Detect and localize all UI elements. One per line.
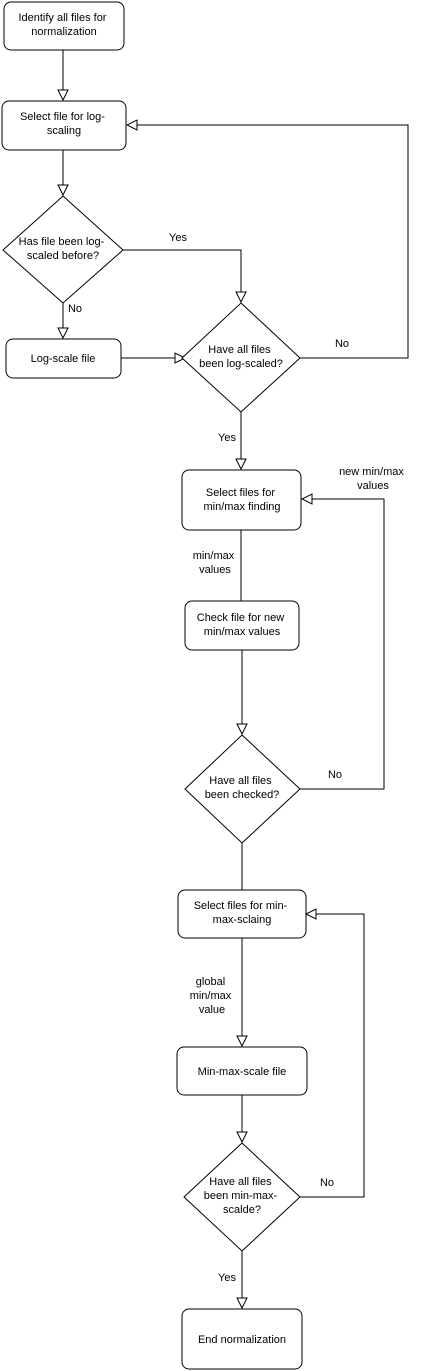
node-check-file-text: Check file for new min/max values	[197, 612, 288, 638]
edge-label-yes: Yes	[169, 232, 187, 244]
node-log-scale[interactable]: Log-scale file	[5, 338, 122, 379]
edge-label-line: Yes	[218, 432, 236, 444]
node-text-line: Log-scale file	[31, 353, 96, 365]
edge-label-no: No	[328, 769, 342, 781]
node-text-line: Has file been log-	[19, 236, 105, 248]
node-select-scaling-text: Select files for min- max-sclaing	[194, 900, 291, 926]
edge-label-line: Yes	[169, 232, 187, 244]
node-text-line: been log-scaled?	[199, 358, 283, 370]
arrowhead-down-icon	[57, 89, 69, 102]
arrowhead-down-icon	[57, 327, 69, 340]
edge-all-minmax-no-loop	[300, 913, 365, 1198]
edge-label-line: Yes	[218, 1272, 236, 1284]
arrowhead-left-icon	[304, 908, 317, 920]
arrowhead-down-icon	[235, 291, 247, 304]
node-text-line: min/max values	[204, 626, 281, 638]
edge-label-line: min/max	[193, 550, 235, 562]
edge-label-line: No	[320, 1177, 334, 1189]
edge-label-line: min/max	[190, 990, 232, 1002]
arrowhead-down-icon	[57, 184, 69, 197]
node-text-line: Identify all files for	[18, 12, 106, 24]
arrowhead-down-icon	[235, 458, 247, 471]
arrowhead-down-icon	[236, 723, 248, 736]
node-text-line: been checked?	[205, 789, 280, 801]
node-select-minmax-text: Select files for min/max finding	[203, 487, 280, 513]
edge-label-line: values	[199, 564, 231, 576]
edge-labels: Yes No No Yes new min/max values min/max…	[68, 232, 407, 1284]
edge-label-new-minmax: new min/max values	[339, 466, 407, 492]
node-log-scale-text: Log-scale file	[31, 353, 96, 365]
edge-label-minmax-values: min/max values	[193, 550, 238, 576]
arrowhead-left-icon	[300, 493, 313, 505]
node-select-scaling[interactable]: Select files for min- max-sclaing	[177, 889, 307, 939]
edge-label-line: new min/max	[339, 466, 404, 478]
edge-label-no: No	[68, 303, 82, 315]
arrowhead-right-icon	[174, 352, 187, 364]
node-all-log-text: Have all files been log-scaled?	[199, 344, 283, 370]
node-check-file[interactable]: Check file for new min/max values	[184, 600, 300, 651]
edges	[62, 50, 409, 1299]
edge-label-line: values	[357, 480, 389, 492]
arrowheads	[57, 89, 317, 1310]
edge-label-yes: Yes	[218, 1272, 236, 1284]
edge-label-yes: Yes	[218, 432, 236, 444]
node-all-minmax-text: Have all files been min-max- scalde?	[204, 1176, 280, 1216]
edge-all-checked-no-loop	[300, 498, 385, 790]
edge-label-no: No	[320, 1177, 334, 1189]
edge-label-line: No	[335, 338, 349, 350]
node-end[interactable]: End normalization	[181, 1308, 303, 1370]
edge-has-scaled-yes-to-all-log	[123, 249, 242, 293]
node-text-line: scalde?	[223, 1204, 261, 1216]
node-has-scaled[interactable]: Has file been log- scaled before?	[2, 195, 124, 304]
node-text-line: Have all files	[209, 775, 272, 787]
node-minmax-scale-text: Min-max-scale file	[198, 1066, 287, 1078]
node-all-checked-text: Have all files been checked?	[205, 775, 280, 801]
node-identify[interactable]: Identify all files for normalization	[3, 1, 125, 51]
node-text-line: Select files for	[206, 487, 275, 499]
node-select-log-text: Select file for log- scaling	[20, 111, 108, 137]
node-text-line: normalization	[31, 26, 96, 38]
node-text-line: min/max finding	[203, 501, 280, 513]
node-all-log[interactable]: Have all files been log-scaled?	[181, 302, 301, 413]
node-select-minmax[interactable]: Select files for min/max finding	[181, 469, 302, 531]
edge-label-line: No	[68, 303, 82, 315]
node-text-line: Have all files	[208, 344, 271, 356]
arrowhead-down-icon	[236, 1131, 248, 1144]
node-text-line: Check file for new	[197, 612, 284, 624]
edge-label-line: value	[199, 1004, 225, 1016]
node-has-scaled-text: Has file been log- scaled before?	[19, 236, 108, 262]
node-text-line: scaling	[47, 125, 81, 137]
node-identify-text: Identify all files for normalization	[18, 12, 109, 38]
node-text-line: End normalization	[198, 1334, 286, 1346]
node-select-log[interactable]: Select file for log- scaling	[1, 100, 127, 151]
node-minmax-scale[interactable]: Min-max-scale file	[176, 1046, 308, 1096]
node-end-text: End normalization	[198, 1334, 286, 1346]
edge-label-line: global	[196, 976, 225, 988]
node-text-line: Select files for min-	[194, 900, 288, 912]
edge-label-global-minmax: global min/max value	[190, 976, 235, 1016]
node-all-minmax[interactable]: Have all files been min-max- scalde?	[183, 1142, 301, 1252]
node-text-line: max-sclaing	[213, 914, 272, 926]
node-text-line: Min-max-scale file	[198, 1066, 287, 1078]
node-text-line: Have all files	[209, 1176, 272, 1188]
edge-label-no: No	[335, 338, 349, 350]
arrowhead-down-icon	[236, 1035, 248, 1048]
arrowhead-down-icon	[236, 1297, 248, 1310]
node-text-line: been min-max-	[204, 1190, 278, 1202]
node-text-line: Select file for log-	[20, 111, 105, 123]
node-text-line: scaled before?	[27, 250, 99, 262]
edge-all-log-no-loop	[136, 124, 409, 359]
arrowhead-left-icon	[125, 119, 138, 131]
edge-label-line: No	[328, 769, 342, 781]
node-all-checked[interactable]: Have all files been checked?	[184, 734, 301, 844]
